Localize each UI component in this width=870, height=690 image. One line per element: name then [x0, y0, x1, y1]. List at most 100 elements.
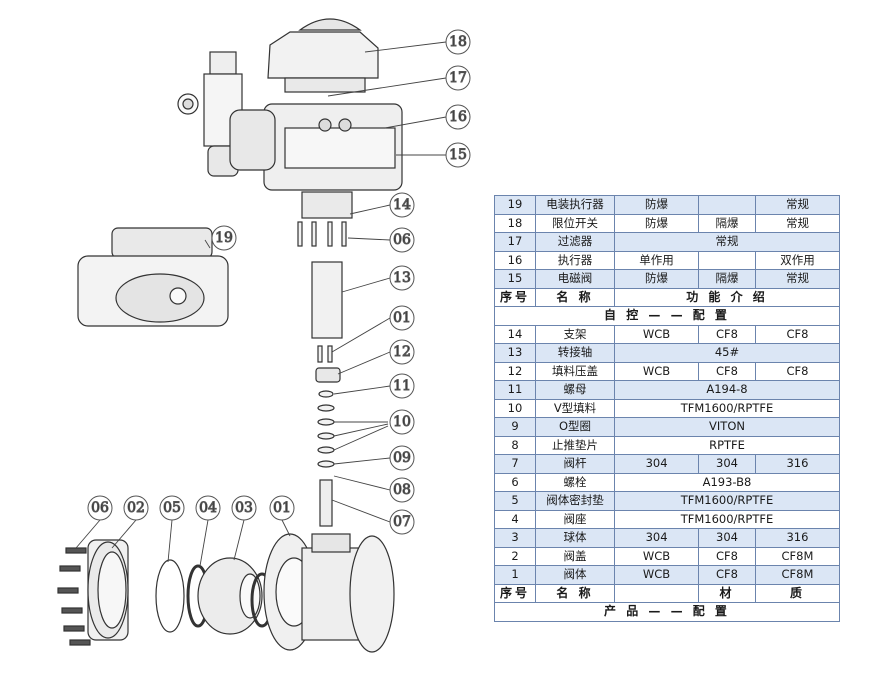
part-name: 电磁阀	[535, 269, 615, 289]
spec-value: A193-B8	[614, 472, 840, 492]
spec-value: TFM1600/RPTFE	[614, 509, 840, 529]
pneumatic-actuator-part	[229, 103, 403, 191]
callout-text: 18	[449, 34, 467, 50]
spec-value: CF8M	[754, 565, 841, 585]
spec-value: CF8	[698, 546, 756, 566]
stem-stack-parts	[315, 345, 341, 527]
header-cell: 功 能 介 绍	[614, 287, 840, 307]
callout-bubble: 13	[389, 265, 415, 291]
spec-value: 常规	[754, 269, 841, 289]
part-name: 填料压盖	[535, 361, 615, 381]
header-cell	[613, 583, 700, 603]
header-cell: 材	[698, 583, 756, 603]
row-number: 14	[494, 324, 536, 344]
section-title: 产 品 — — 配 置	[494, 602, 840, 622]
leader-lines	[75, 41, 447, 567]
spec-value: CF8	[698, 565, 756, 585]
part-name: 螺栓	[535, 472, 615, 492]
callout-bubble: 16	[445, 104, 471, 130]
spec-value: TFM1600/RPTFE	[614, 491, 840, 511]
callout-bubbles: 18 17 16 15 14 06 19 13 01 12 11 10 09 0…	[87, 29, 471, 535]
spec-value: 隔爆	[698, 269, 756, 289]
svg-text:16: 16	[449, 109, 467, 125]
part-name: O型圈	[535, 417, 615, 437]
spec-value: 304	[613, 528, 700, 548]
part-name: 执行器	[535, 250, 615, 270]
spec-value: CF8	[754, 361, 841, 381]
part-name: 止推垫片	[535, 435, 615, 455]
part-name: 阀杆	[535, 454, 615, 474]
row-number: 17	[494, 232, 536, 252]
spec-value: 304	[613, 454, 700, 474]
callout-bubble: 06	[87, 495, 113, 521]
svg-text:02: 02	[127, 500, 145, 516]
callout-bubble: 06	[389, 227, 415, 253]
row-number: 12	[494, 361, 536, 381]
row-number: 8	[494, 435, 536, 455]
spec-value	[698, 195, 756, 215]
row-number: 19	[494, 195, 536, 215]
callout-bubble: 14	[389, 192, 415, 218]
ball-part	[197, 557, 274, 635]
callout-bubble: 03	[231, 495, 257, 521]
part-name: 限位开关	[535, 213, 615, 233]
header-cell: 序号	[494, 287, 536, 307]
row-number: 5	[494, 491, 536, 511]
callout-bubble: 04	[195, 495, 221, 521]
svg-text:17: 17	[449, 70, 467, 86]
spec-value: CF8	[698, 324, 756, 344]
spec-value: 304	[698, 528, 756, 548]
spec-value: 防爆	[613, 269, 700, 289]
part-name: 电装执行器	[535, 195, 615, 215]
svg-text:13: 13	[393, 270, 411, 286]
spec-value: 常规	[754, 195, 841, 215]
row-number: 15	[494, 269, 536, 289]
part-name: 阀体密封垫	[535, 491, 615, 511]
row-number: 16	[494, 250, 536, 270]
part-name: V型填料	[535, 398, 615, 418]
coupling-shaft-part	[311, 261, 343, 339]
callout-bubble: 05	[159, 495, 185, 521]
spec-value: WCB	[613, 361, 700, 381]
callout-bubble: 01	[389, 305, 415, 331]
body-gasket-part	[155, 559, 185, 633]
spec-value: 316	[754, 454, 841, 474]
callout-bubble: 08	[389, 477, 415, 503]
part-name: 支架	[535, 324, 615, 344]
svg-text:14: 14	[393, 197, 411, 213]
row-number: 4	[494, 509, 536, 529]
part-name: 阀盖	[535, 546, 615, 566]
spec-value: TFM1600/RPTFE	[614, 398, 840, 418]
spec-value: 双作用	[754, 250, 841, 270]
callout-bubble: 10	[389, 409, 415, 435]
row-number: 3	[494, 528, 536, 548]
part-name: 螺母	[535, 380, 615, 400]
spec-value: 常规	[614, 232, 840, 252]
header-cell: 质	[754, 583, 841, 603]
row-number: 9	[494, 417, 536, 437]
svg-text:19: 19	[215, 230, 233, 246]
svg-text:07: 07	[393, 514, 411, 530]
spec-value: 304	[698, 454, 756, 474]
electric-actuator-part	[77, 227, 229, 327]
section-band: 产 品 — — 配 置	[494, 602, 840, 622]
spec-value: 防爆	[613, 195, 700, 215]
callout-bubble: 09	[389, 445, 415, 471]
